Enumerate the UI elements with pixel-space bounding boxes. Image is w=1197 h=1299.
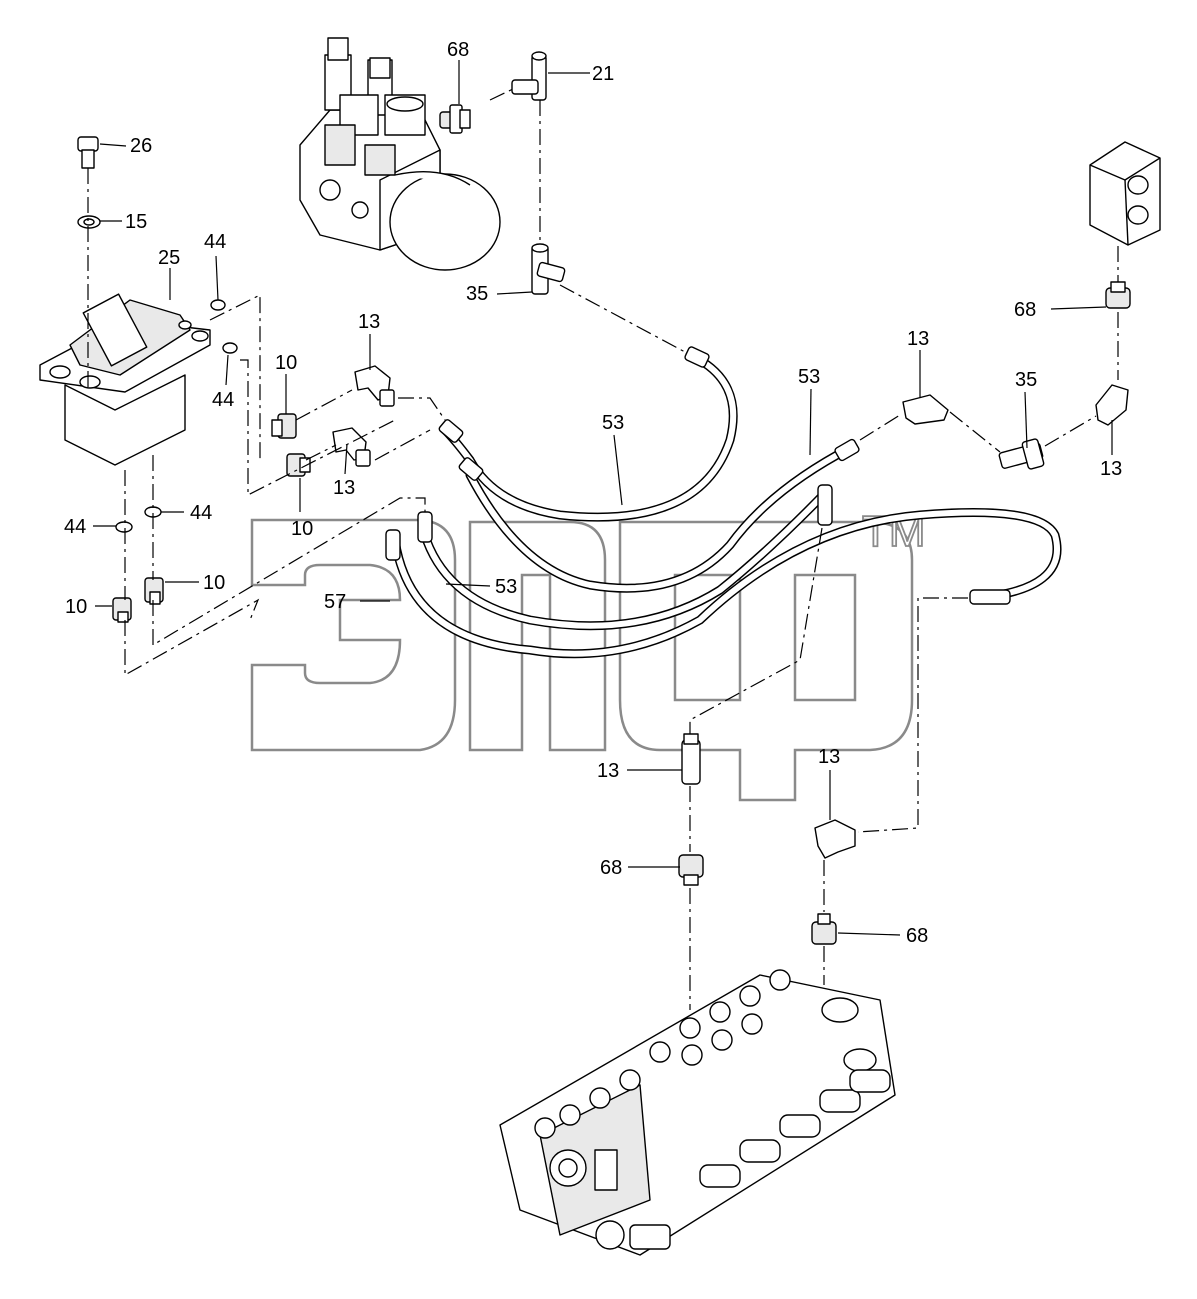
- tee-fitting-35-right: [998, 438, 1045, 470]
- fittings-10: [112, 413, 311, 623]
- callout-26: 26: [130, 135, 152, 157]
- tee-fitting-35-upper: [531, 243, 566, 295]
- bolt-26: [77, 136, 99, 169]
- callout-13-c: 13: [907, 328, 929, 350]
- callout-25: 25: [158, 247, 180, 269]
- elbow-fittings-13-left: [332, 365, 395, 467]
- leader-lines: [93, 60, 1113, 936]
- tee-fitting-21: [511, 51, 547, 101]
- callout-68-top: 68: [447, 39, 469, 61]
- hoses: [385, 346, 1062, 659]
- fitting-68-right: [1105, 281, 1131, 309]
- callout-57: 57: [324, 591, 346, 613]
- callout-53-a: 53: [602, 412, 624, 434]
- callout-35-b: 35: [1015, 369, 1037, 391]
- callout-44-top1: 44: [204, 231, 226, 253]
- callout-21: 21: [592, 63, 614, 85]
- fitting-68-mid: [678, 854, 704, 886]
- solenoid-valve-block: [299, 37, 501, 271]
- main-control-valve: [499, 969, 896, 1256]
- callout-53-c: 53: [495, 576, 517, 598]
- callout-44-top2: 44: [212, 389, 234, 411]
- washer-15: [77, 215, 101, 229]
- callout-10-b: 10: [291, 518, 313, 540]
- callout-53-b: 53: [798, 366, 820, 388]
- elbow-fitting-13-lower-b: [814, 819, 856, 859]
- callout-68-low: 68: [906, 925, 928, 947]
- callout-10-d: 10: [65, 596, 87, 618]
- callout-13-e: 13: [597, 760, 619, 782]
- callout-13-b: 13: [333, 477, 355, 499]
- elbow-fitting-13-right-a: [902, 394, 949, 425]
- elbow-fitting-13-right-b: [1095, 384, 1129, 426]
- callout-13-d: 13: [1100, 458, 1122, 480]
- callout-68-mid: 68: [600, 857, 622, 879]
- elbow-fitting-13-lower-a: [681, 733, 701, 785]
- callout-13-f: 13: [818, 746, 840, 768]
- callout-13-a: 13: [358, 311, 380, 333]
- callout-44-right: 44: [190, 502, 212, 524]
- callout-35-a: 35: [466, 283, 488, 305]
- fitting-68-low: [811, 913, 837, 945]
- fitting-68-top: [439, 104, 471, 134]
- electrical-box-25: [39, 293, 211, 466]
- callout-10-a: 10: [275, 352, 297, 374]
- callout-44-left: 44: [64, 516, 86, 538]
- assembly-center-lines: [87, 87, 1119, 1010]
- callout-10-c: 10: [203, 572, 225, 594]
- callout-68-right: 68: [1014, 299, 1036, 321]
- right-valve-block: [1089, 141, 1161, 246]
- callout-15: 15: [125, 211, 147, 233]
- callout-labels: 26 15 25 44 44 44 44 10 10 10 10 13 13 1…: [64, 39, 1122, 947]
